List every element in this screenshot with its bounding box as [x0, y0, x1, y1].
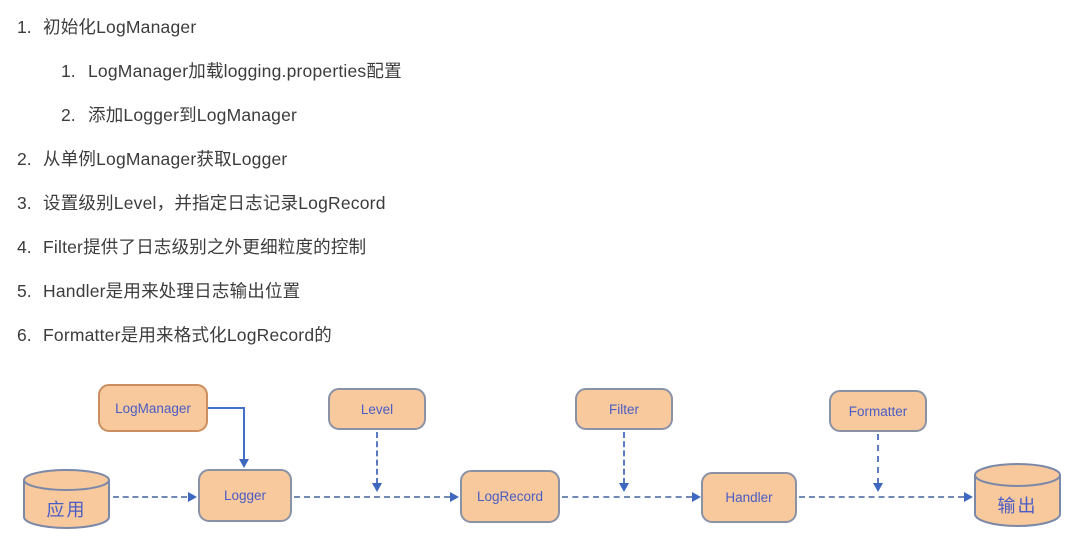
edge-handler-output — [799, 496, 964, 498]
list-item-number: 6. — [17, 325, 32, 345]
edge-app-logger — [113, 496, 187, 498]
list-item-number: 2. — [61, 105, 76, 125]
list-item-text: 从单例LogManager获取Logger — [43, 149, 288, 169]
list-item-text: Filter提供了日志级别之外更细粒度的控制 — [43, 237, 367, 257]
node-label: Filter — [609, 401, 639, 417]
node-app: 应用 — [22, 468, 111, 530]
list-item-text: 添加Logger到LogManager — [88, 105, 298, 125]
node-level: Level — [328, 388, 426, 430]
cylinder-shape — [974, 463, 1061, 527]
list-item-number: 1. — [61, 61, 76, 81]
node-logmanager: LogManager — [98, 384, 208, 432]
arrowhead-right-icon — [188, 492, 197, 502]
node-filter: Filter — [575, 388, 673, 430]
list-item: 6. Formatter是用来格式化LogRecord的 — [0, 324, 1068, 368]
list-item-number: 5. — [17, 281, 32, 301]
arrowhead-right-icon — [692, 492, 701, 502]
node-label: Formatter — [848, 403, 908, 419]
edge-logmanager-logger-h — [208, 407, 245, 409]
list-item-number: 3. — [17, 193, 32, 213]
list-item-text: 设置级别Level，并指定日志记录LogRecord — [43, 193, 386, 213]
edge-logger-logrecord — [294, 496, 450, 498]
node-output: 输出 — [973, 462, 1062, 528]
list-item-text: Formatter是用来格式化LogRecord的 — [43, 325, 332, 345]
node-label: Level — [360, 401, 394, 417]
node-label: LogRecord — [476, 489, 544, 504]
node-logger: Logger — [198, 469, 292, 522]
list-item: 1. 初始化LogManager — [0, 16, 1068, 60]
arrowhead-down-icon — [372, 483, 382, 492]
node-logrecord: LogRecord — [460, 470, 560, 523]
arrowhead-down-icon — [619, 483, 629, 492]
list-item-number: 4. — [17, 237, 32, 257]
node-formatter: Formatter — [829, 390, 927, 432]
node-handler: Handler — [701, 472, 797, 523]
list-item: 2. 添加Logger到LogManager — [0, 104, 1068, 148]
node-label: LogManager — [115, 400, 191, 416]
arrowhead-down-icon — [239, 459, 249, 468]
list-item: 5. Handler是用来处理日志输出位置 — [0, 280, 1068, 324]
node-label: 应用 — [46, 500, 87, 520]
cylinder-shape — [23, 469, 110, 529]
arrowhead-right-icon — [964, 492, 973, 502]
list-item: 4. Filter提供了日志级别之外更细粒度的控制 — [0, 236, 1068, 280]
list-item-number: 2. — [17, 149, 32, 169]
list-item: 3. 设置级别Level，并指定日志记录LogRecord — [0, 192, 1068, 236]
edge-logmanager-logger-v — [243, 407, 245, 460]
arrowhead-down-icon — [873, 483, 883, 492]
list-item: 2. 从单例LogManager获取Logger — [0, 148, 1068, 192]
node-label: 输出 — [997, 496, 1038, 516]
edge-logrecord-handler — [562, 496, 692, 498]
edge-filter-flow — [623, 432, 625, 484]
list-item-number: 1. — [17, 17, 32, 37]
list-item-text: LogManager加载logging.properties配置 — [88, 61, 402, 81]
node-label: Logger — [223, 488, 267, 503]
notes-list: 1. 初始化LogManager 1. LogManager加载logging.… — [0, 16, 1068, 368]
edge-level-flow — [376, 432, 378, 484]
edge-formatter-flow — [877, 434, 879, 484]
list-item-text: Handler是用来处理日志输出位置 — [43, 281, 301, 301]
arrowhead-right-icon — [450, 492, 459, 502]
list-item: 1. LogManager加载logging.properties配置 — [0, 60, 1068, 104]
node-label: Handler — [725, 490, 773, 505]
list-item-text: 初始化LogManager — [43, 17, 197, 37]
